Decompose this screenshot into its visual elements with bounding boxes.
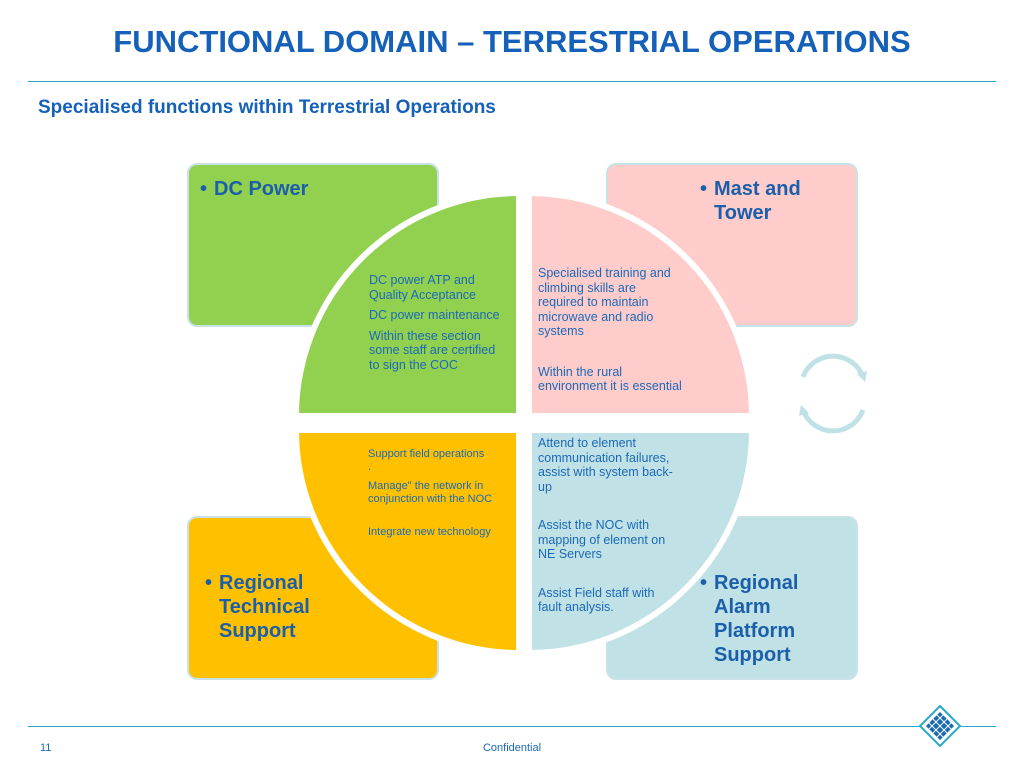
regional-technical-support-label: •Regional Technical Support bbox=[205, 572, 310, 642]
detail-item: Within these section some staff are cert… bbox=[369, 328, 496, 372]
detail-item: Within the rural environment it is essen… bbox=[538, 364, 682, 394]
quadrant-top-left bbox=[292, 189, 522, 419]
detail-item: Assist Field staff with fault analysis. bbox=[538, 585, 655, 615]
quadrant-bottom-left bbox=[292, 427, 522, 657]
footer-divider bbox=[28, 726, 996, 727]
regional-alarm-platform-details: Attend to element communication failures… bbox=[538, 436, 678, 621]
regional-alarm-platform-label: •Regional Alarm Platform Support bbox=[700, 572, 799, 666]
cycle-arrows-icon bbox=[799, 353, 867, 434]
detail-item: . bbox=[368, 461, 372, 473]
slide-title: FUNCTIONAL DOMAIN – TERRESTRIAL OPERATIO… bbox=[113, 24, 911, 59]
regional-technical-support-details: Support field operations . Manage" the n… bbox=[368, 448, 518, 547]
detail-item: DC power ATP and Quality Acceptance bbox=[369, 273, 477, 302]
quadrant-top-right bbox=[526, 189, 756, 419]
title-divider bbox=[28, 81, 996, 82]
dc-power-label: •DC Power bbox=[200, 178, 309, 200]
detail-item: Specialised training and climbing skills… bbox=[538, 266, 671, 338]
detail-item: Support field operations bbox=[368, 448, 485, 460]
detail-item: DC power maintenance bbox=[369, 308, 500, 322]
detail-item: Integrate new technology bbox=[368, 526, 491, 538]
confidential-label: Confidential bbox=[482, 742, 542, 754]
dc-power-details: DC power ATP and Quality Acceptance DC p… bbox=[369, 273, 504, 378]
mast-tower-label: •Mast and Tower bbox=[700, 178, 801, 224]
diamond-grid-logo-icon bbox=[918, 704, 962, 748]
detail-item: Attend to element communication failures… bbox=[538, 436, 673, 494]
quadrant-bottom-right bbox=[526, 427, 756, 657]
detail-item: Assist the NOC with mapping of element o… bbox=[538, 518, 666, 561]
slide-subtitle: Specialised functions within Terrestrial… bbox=[38, 97, 496, 118]
mast-tower-details: Specialised training and climbing skills… bbox=[538, 266, 683, 400]
detail-item: Manage" the network in conjunction with … bbox=[368, 480, 493, 505]
page-number: 11 bbox=[40, 742, 52, 754]
